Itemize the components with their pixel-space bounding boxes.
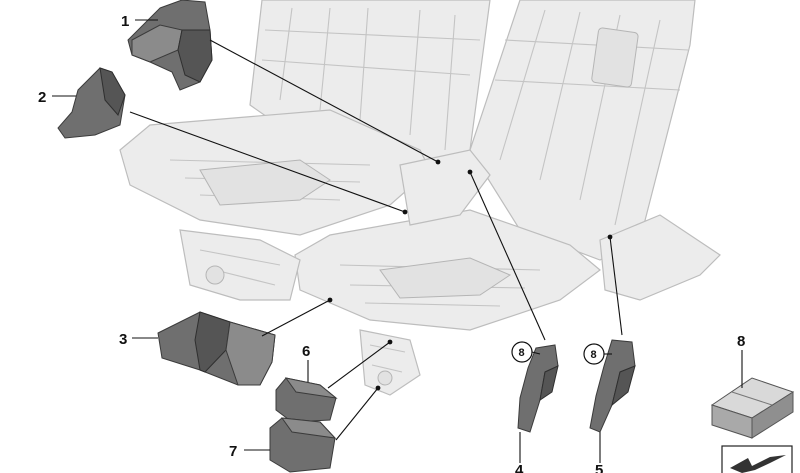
callout-8: 8 (737, 333, 745, 350)
callout-3: 3 (119, 331, 127, 348)
seat-assembly-ghost (119, 0, 721, 396)
part-2-bracket-cover (57, 67, 126, 139)
part-4-vertical-trim-left (517, 344, 559, 433)
part-7-lower-cover (269, 417, 337, 473)
part-6-small-cover (275, 377, 338, 423)
callout-6: 6 (302, 343, 310, 360)
seat-underframe (179, 229, 301, 301)
left-pan-ribbing (199, 159, 331, 206)
circled-ref-8-right: 8 (591, 349, 597, 361)
leader-lines (52, 19, 743, 463)
rear-support-bracket (599, 214, 721, 301)
part-5-vertical-trim-right (589, 339, 636, 433)
part-1-hinge-cover (127, 0, 213, 91)
hinge-bolt-left (205, 265, 225, 285)
callout-7: 7 (229, 443, 237, 460)
callout-2: 2 (38, 89, 46, 106)
part-3-trim-panel (157, 311, 276, 386)
part-8-kit-box (710, 377, 795, 439)
center-hinge-area (399, 149, 491, 226)
circled-reference-a: 8 (511, 341, 533, 363)
tool-icon (730, 455, 786, 473)
callout-5: 5 (595, 462, 603, 473)
circled-reference-b: 8 (583, 343, 605, 365)
hinge-bolt-right (377, 370, 393, 386)
callout-1: 1 (121, 13, 129, 30)
right-pan-ribbing (379, 257, 512, 299)
callout-labels: 1 2 3 6 7 4 5 8 (38, 13, 745, 473)
callout-4: 4 (515, 462, 524, 473)
circled-ref-8-left: 8 (519, 347, 525, 359)
backrest-latch-block (591, 27, 639, 88)
tool-icon-frame (721, 445, 793, 473)
